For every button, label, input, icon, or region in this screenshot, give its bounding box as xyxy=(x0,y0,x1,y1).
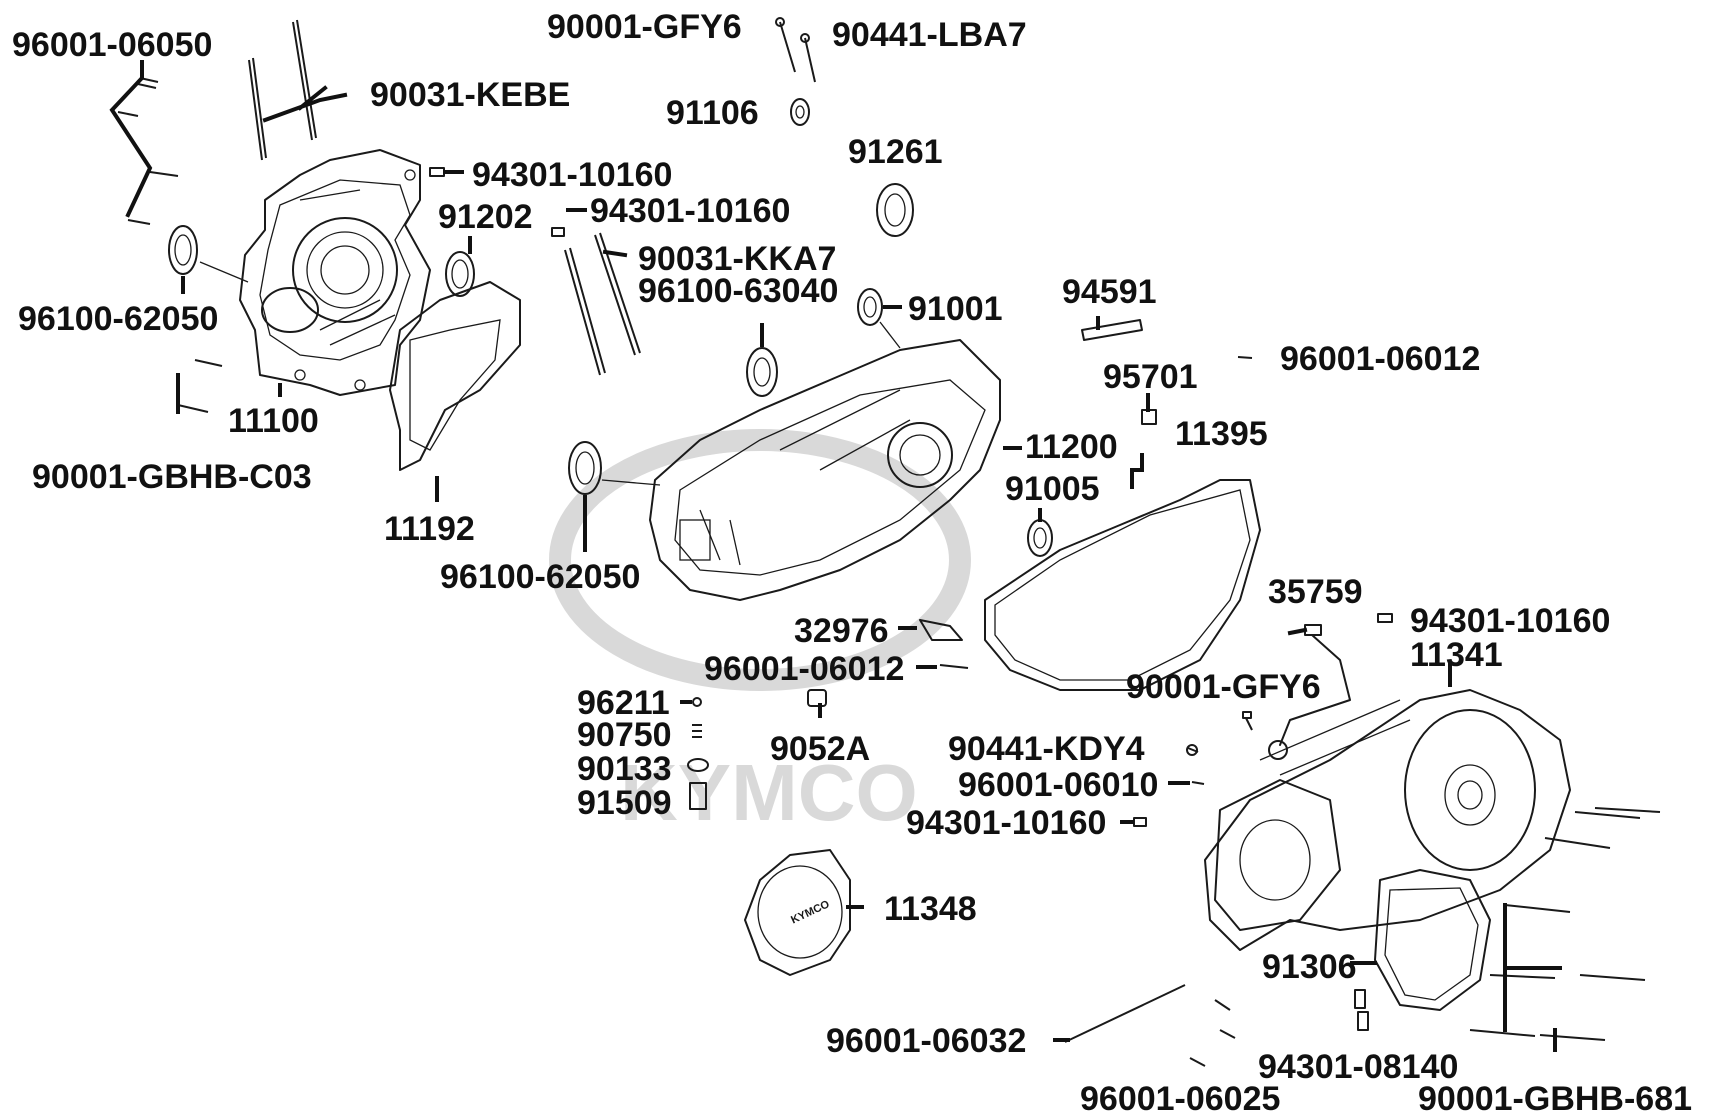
bolt-90441-kdy4 xyxy=(1186,744,1199,756)
label-11395: 11395 xyxy=(1175,415,1268,453)
right-crankcase-11200 xyxy=(649,339,1001,601)
label-32976: 32976 xyxy=(794,612,889,650)
seal-91261 xyxy=(876,183,914,237)
pin-94301-10160-c xyxy=(1377,613,1393,623)
studs-90031-kebe xyxy=(248,19,317,161)
label-91202: 91202 xyxy=(438,198,533,236)
label-11200: 11200 xyxy=(1025,428,1118,466)
label-96001-06010: 96001-06010 xyxy=(958,766,1158,804)
label-90001-gfy6-b: 90001-GFY6 xyxy=(1126,668,1321,706)
bolts-90001-gbhb-681 xyxy=(1469,807,1661,1041)
label-91261: 91261 xyxy=(848,133,943,171)
part-32976 xyxy=(919,619,963,641)
label-9052a: 9052A xyxy=(770,730,870,768)
label-95701: 95701 xyxy=(1103,358,1198,396)
pin-94301-10160-d xyxy=(1133,817,1147,827)
part-9052a xyxy=(807,689,827,707)
stator-cover-11348: KYMCO xyxy=(744,849,851,976)
label-90441-kdy4: 90441-KDY4 xyxy=(948,730,1145,768)
label-94301-10160-a: 94301-10160 xyxy=(472,156,672,194)
cover-logo: KYMCO xyxy=(789,898,832,926)
label-96001-06025: 96001-06025 xyxy=(1080,1080,1280,1117)
gasket-91306 xyxy=(1374,869,1491,1011)
bolt-95701 xyxy=(1141,409,1157,425)
label-11100: 11100 xyxy=(228,402,319,440)
bolt-90001-gfy6-bottom xyxy=(1242,711,1253,731)
label-90441-lba7: 90441-LBA7 xyxy=(832,16,1027,54)
bolts-96001-06025 xyxy=(1189,999,1236,1067)
label-94301-10160-c: 94301-10160 xyxy=(1410,602,1610,640)
label-94591: 94591 xyxy=(1062,273,1157,311)
bearing-91001 xyxy=(857,288,901,349)
pin-94301-10160-a xyxy=(429,167,445,177)
bolt-90001-gfy6-top xyxy=(775,17,796,73)
cvt-cover-11341 xyxy=(1204,689,1571,951)
washer-91106 xyxy=(790,98,810,126)
label-91001: 91001 xyxy=(908,290,1003,328)
gasket-11395 xyxy=(984,479,1261,691)
label-96001-06012-b: 96001-06012 xyxy=(704,650,904,688)
label-90001-gfy6-a: 90001-GFY6 xyxy=(547,8,742,46)
label-96100-62050-a: 96100-62050 xyxy=(18,300,218,338)
label-96001-06032: 96001-06032 xyxy=(826,1022,1026,1060)
label-90001-gbhb-681: 90001-GBHB-681 xyxy=(1418,1080,1692,1117)
plate-94591 xyxy=(1081,319,1143,341)
label-96100-62050-b: 96100-62050 xyxy=(440,558,640,596)
label-35759: 35759 xyxy=(1268,573,1363,611)
label-90001-gbhb-c03: 90001-GBHB-C03 xyxy=(32,458,312,496)
label-96100-63040: 96100-63040 xyxy=(638,272,838,310)
label-11348: 11348 xyxy=(884,890,977,928)
label-91005: 91005 xyxy=(1005,470,1100,508)
label-94301-10160-b: 94301-10160 xyxy=(590,192,790,230)
studs-90031-kka7 xyxy=(564,232,641,376)
label-94301-10160-d: 94301-10160 xyxy=(906,804,1106,842)
seal-91202 xyxy=(445,251,475,297)
part-labels: 96001-06050 90031-KEBE 94301-10160 91202… xyxy=(12,8,1692,1117)
bearing-91005 xyxy=(1027,519,1053,557)
label-96001-06012-a: 96001-06012 xyxy=(1280,340,1480,378)
label-91306: 91306 xyxy=(1262,948,1357,986)
label-90031-kebe: 90031-KEBE xyxy=(370,76,570,114)
label-90031-kka7: 90031-KKA7 xyxy=(638,240,836,278)
bolt-96001-06010 xyxy=(1191,781,1205,785)
bearing-96100-62050-left xyxy=(168,225,249,283)
small-parts-stack xyxy=(687,697,709,810)
gasket-11192 xyxy=(389,281,521,471)
label-91106: 91106 xyxy=(666,94,759,132)
label-11192: 11192 xyxy=(384,510,475,548)
label-94301-08140: 94301-08140 xyxy=(1258,1048,1458,1086)
bolt-90441-lba7 xyxy=(800,33,816,83)
label-91509: 91509 xyxy=(577,784,672,822)
label-90133: 90133 xyxy=(577,750,672,788)
bearing-96100-62050-right xyxy=(568,441,661,495)
label-11341: 11341 xyxy=(1410,636,1503,674)
watermark-text: KYMCO xyxy=(620,748,918,837)
pin-94301-10160-b xyxy=(551,227,565,237)
bolt-96001-06012-mid xyxy=(939,664,969,669)
label-96001-06050: 96001-06050 xyxy=(12,26,212,64)
bolt-96001-06012-top xyxy=(1237,356,1253,359)
pin-94301-08140 xyxy=(1354,989,1369,1031)
bearing-96100-63040 xyxy=(746,347,778,397)
bolt-96001-06032 xyxy=(1064,984,1186,1043)
leader-lines xyxy=(109,60,1562,1052)
bolts-90001-gbhb-c03 xyxy=(177,359,223,413)
left-crankcase-11100 xyxy=(239,149,431,396)
bolts-96001-06050 xyxy=(117,77,179,225)
label-96211: 96211 xyxy=(577,684,670,722)
label-90750: 90750 xyxy=(577,716,672,754)
